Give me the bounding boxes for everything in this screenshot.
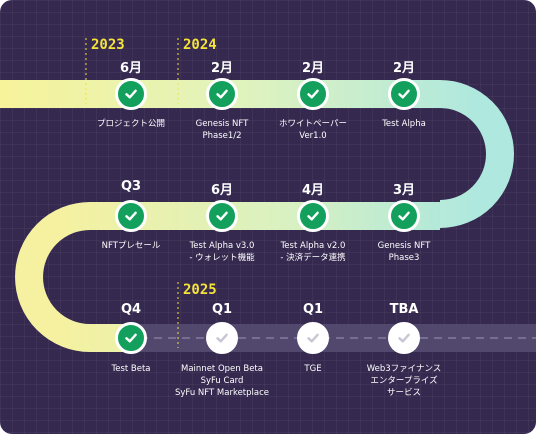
milestone-period: 2月	[392, 61, 416, 76]
track-middle-segment	[15, 202, 440, 352]
milestone-label-line: Phase3	[388, 253, 420, 263]
milestone-completed-check-icon	[388, 78, 420, 110]
milestone-period: Q1	[302, 302, 324, 317]
milestone-period: 3月	[392, 183, 416, 198]
milestone-label-line: Genesis NFT	[377, 241, 431, 251]
track-top-segment	[0, 80, 514, 228]
milestone-period: TBA	[389, 302, 419, 317]
milestone-period: Q1	[211, 302, 233, 317]
milestone-pending-check-icon	[206, 322, 238, 354]
milestone-completed-check-icon	[206, 78, 238, 110]
milestone-label-line: NFTプレセール	[101, 241, 161, 251]
milestone-period: 6月	[210, 183, 234, 198]
milestone-period: 2月	[210, 61, 234, 76]
milestone-period: 2月	[301, 61, 325, 76]
milestone-label: NFTプレセール	[73, 240, 189, 252]
milestone-label: Test Beta	[73, 363, 189, 375]
milestone-label: Web3ファイナンスエンタープライズサービス	[346, 363, 462, 399]
year-label-2023: 2023	[91, 37, 125, 53]
track-future-band	[132, 324, 536, 352]
milestone-period: Q4	[120, 302, 142, 317]
milestone-label: Test Alpha	[346, 118, 462, 130]
milestone-label-line: - 決済データ連携	[280, 253, 346, 263]
milestone-label-line: ホワイトペーパー	[279, 119, 347, 129]
milestone-period: 4月	[301, 183, 325, 198]
milestone-label: TGE	[255, 363, 371, 375]
milestone-label-line: Mainnet Open Beta	[181, 364, 263, 374]
milestone-label-line: エンタープライズ	[370, 376, 438, 386]
milestone-completed-check-icon	[115, 322, 147, 354]
milestone-period: 6月	[119, 61, 143, 76]
milestone-label-line: Test Alpha v3.0	[189, 241, 255, 251]
milestone-label-line: サービス	[386, 388, 421, 398]
milestone-period: Q3	[120, 179, 142, 194]
milestone-pending-check-icon	[388, 322, 420, 354]
milestone-label-line: Test Beta	[111, 364, 151, 374]
milestone-label: ホワイトペーパー Ver1.0	[255, 118, 371, 142]
milestone-label-line: Genesis NFT	[195, 119, 249, 129]
milestone-pending-check-icon	[297, 322, 329, 354]
milestone-label: Test Alpha v3.0 - ウォレット機能	[164, 240, 280, 264]
year-label-2025: 2025	[183, 282, 217, 298]
milestone-label-line: Web3ファイナンス	[366, 364, 442, 374]
milestone-completed-check-icon	[115, 78, 147, 110]
milestone-label-line: Test Alpha	[382, 119, 426, 129]
year-label-2024: 2024	[183, 37, 217, 53]
milestone-label-line: SyFu Card	[200, 376, 244, 386]
milestone-label: Test Alpha v2.0 - 決済データ連携	[255, 240, 371, 264]
milestone-label-line: Test Alpha v2.0	[280, 241, 346, 251]
milestone-label-line: TGE	[304, 364, 322, 374]
milestone-label-line: SyFu NFT Marketplace	[174, 388, 270, 398]
milestone-label-line: - ウォレット機能	[189, 253, 255, 263]
milestone-completed-check-icon	[115, 200, 147, 232]
milestone-label-line: プロジェクト公開	[96, 119, 165, 129]
milestone-completed-check-icon	[297, 200, 329, 232]
milestone-label: プロジェクト公開	[73, 118, 189, 130]
milestone-completed-check-icon	[206, 200, 238, 232]
milestone-completed-check-icon	[388, 200, 420, 232]
milestone-completed-check-icon	[297, 78, 329, 110]
milestone-label-line: Ver1.0	[299, 131, 327, 141]
milestone-label: Genesis NFT Phase3	[346, 240, 462, 264]
milestone-label: Genesis NFT Phase1/2	[164, 118, 280, 142]
milestone-label-line: Phase1/2	[202, 131, 242, 141]
